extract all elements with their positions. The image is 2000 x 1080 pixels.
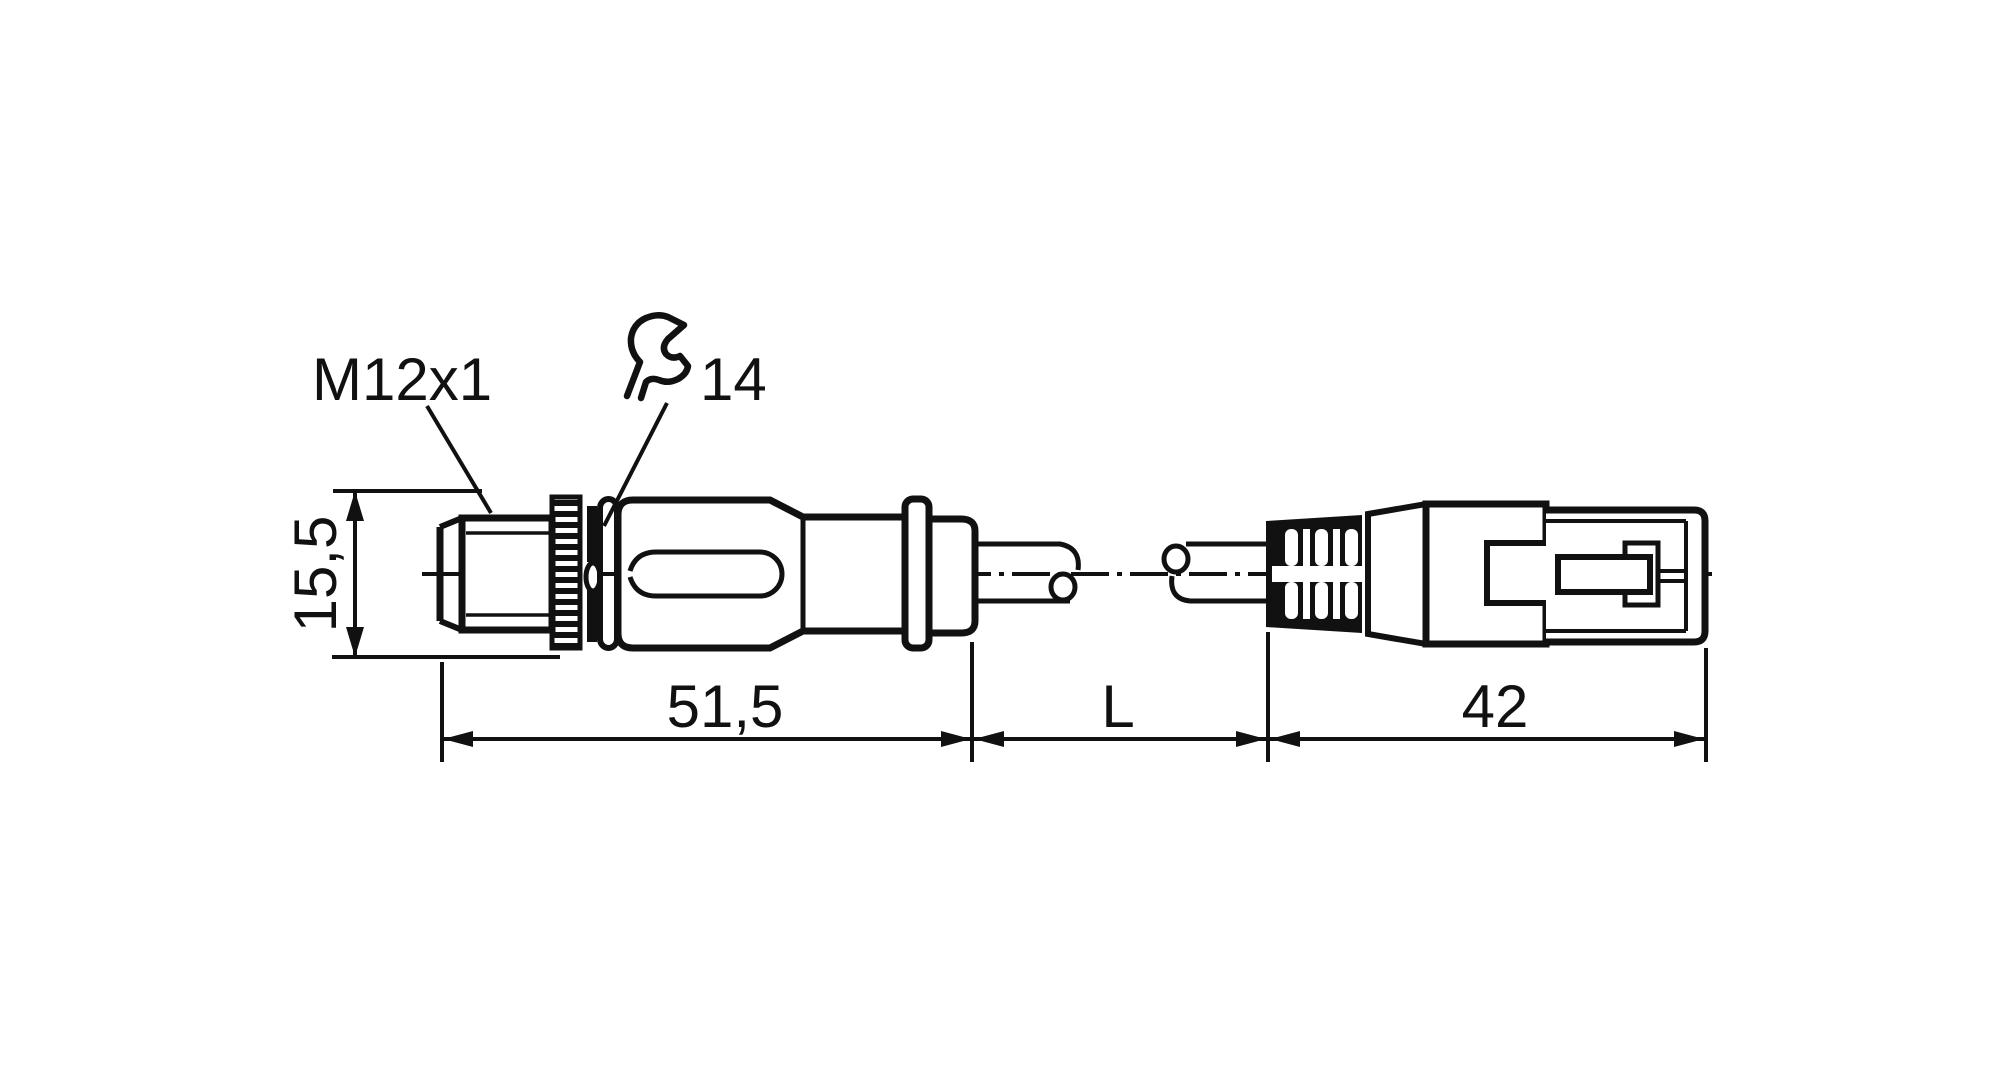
body-slot [627,549,785,599]
cable-break-curl-left [1048,571,1078,603]
latch-recess [1484,540,1546,606]
thread-section [458,514,556,634]
thread-leader-line [425,404,493,515]
dimension-right-connector [1270,648,1708,762]
contact-block [1622,540,1661,608]
contact-links [1658,569,1688,583]
arrowhead-left [443,731,473,747]
connector-body [614,496,909,652]
dimension-left-connector [440,642,974,762]
left-cable-segment [975,541,1081,604]
arrowhead-right [1674,731,1704,747]
wrench-leader-line [602,402,669,527]
boot-taper [1365,500,1429,648]
m12-connector [436,494,979,652]
wrench-size-label: 14 [700,346,767,413]
strain-relief-boot [1266,515,1362,633]
rj45-nose-inner [1546,519,1688,633]
right-cable-segment [1161,541,1270,604]
dimension-cable-length [974,632,1270,762]
dimension-height-value: 15,5 [282,516,349,633]
thread-label: M12x1 [312,346,492,413]
arrowhead-down [346,627,364,657]
rj45-connector [1266,500,1709,648]
plug-tip [436,515,464,633]
wrench-icon [623,312,692,402]
arrowhead-left [974,731,1004,747]
dimension-right-value: 42 [1462,673,1529,740]
knurled-nut [549,494,583,651]
collar-ring [901,495,933,652]
leader-lines [425,402,669,527]
dimension-cable-value: L [1101,673,1134,740]
end-cap [925,515,979,637]
cable-break-curl-right [1161,543,1191,575]
arrowhead-up [346,491,364,521]
latch-bar [1555,554,1653,595]
arrowhead-right [1236,731,1266,747]
arrowhead-right [941,731,971,747]
dimension-left-value: 51,5 [667,673,784,740]
dimension-height [332,489,560,659]
arrowhead-left [1270,731,1300,747]
